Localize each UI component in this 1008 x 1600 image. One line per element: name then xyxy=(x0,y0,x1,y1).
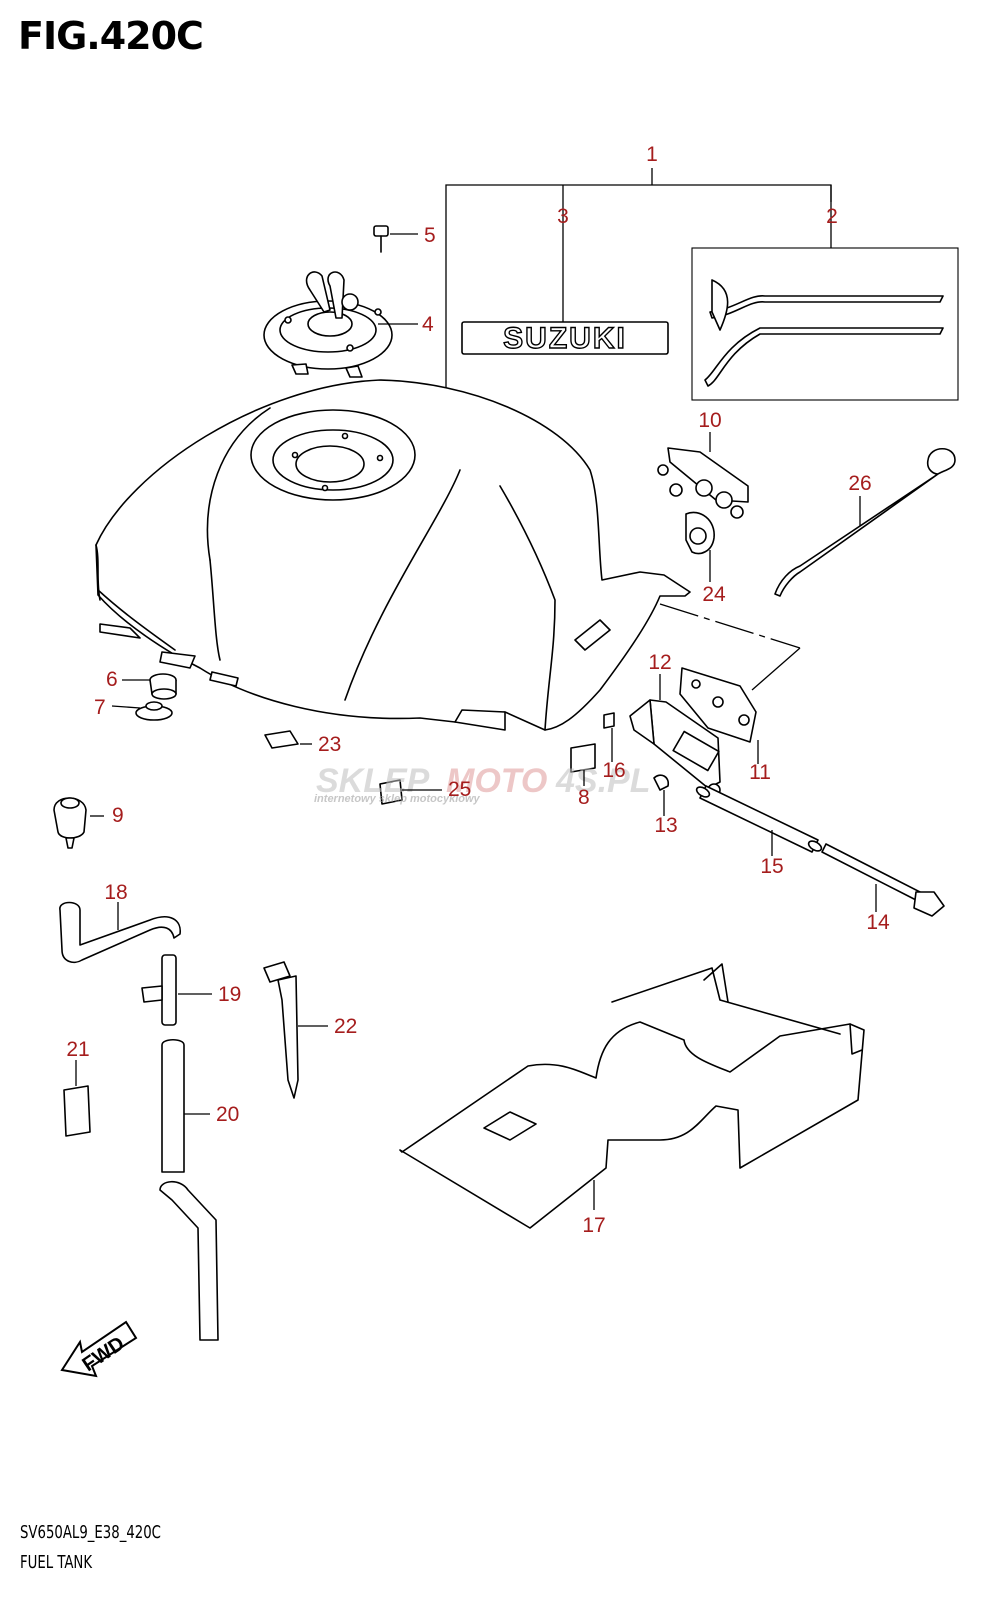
figure-name: FUEL TANK xyxy=(20,1552,93,1573)
callout-23: 23 xyxy=(318,733,341,756)
callout-8: 8 xyxy=(578,786,590,809)
collar-15 xyxy=(695,785,823,853)
hose-20 xyxy=(159,1038,219,1341)
clip-16 xyxy=(603,712,615,729)
leader-lines xyxy=(75,432,877,1210)
hinge-12 xyxy=(629,699,721,797)
callout-9: 9 xyxy=(112,804,124,827)
watermark-c: 4S.PL xyxy=(555,762,650,800)
emblem-text: SUZUKI xyxy=(503,322,627,355)
spacer-plate xyxy=(264,730,299,749)
callout-17: 17 xyxy=(582,1214,605,1237)
callout-24: 24 xyxy=(702,583,726,606)
bracket-10 xyxy=(657,447,749,519)
bracket-11 xyxy=(679,667,757,743)
prop-rod xyxy=(774,447,956,597)
figure-title: FIG.420C xyxy=(18,14,204,58)
grommet xyxy=(149,673,177,700)
callout-15: 15 xyxy=(760,855,783,878)
t-joint xyxy=(141,954,177,1026)
callout-26: 26 xyxy=(848,472,871,495)
label-21 xyxy=(63,1085,91,1137)
nut-13 xyxy=(653,774,670,791)
damper-24 xyxy=(685,511,715,555)
watermark-b: MOTO xyxy=(446,762,547,800)
callout-5: 5 xyxy=(424,224,436,247)
figure-footer: SV650AL9_E38_420C FUEL TANK xyxy=(20,1518,192,1578)
callout-19: 19 xyxy=(218,983,241,1006)
fwd-arrow: FWD xyxy=(60,1320,138,1378)
watermark: SKLEP MOTO 4S.PL internetowy sklep motoc… xyxy=(314,762,650,805)
callouts: 1 2 3 4 5 6 7 8 9 10 11 12 13 14 15 16 1… xyxy=(66,143,890,1237)
bolt-14 xyxy=(821,843,945,917)
tray-17 xyxy=(399,963,865,1229)
callout-7: 7 xyxy=(94,696,106,719)
callout-22: 22 xyxy=(334,1015,357,1038)
callout-1: 1 xyxy=(646,143,658,166)
callout-25: 25 xyxy=(448,778,471,801)
watermark-subtitle: internetowy sklep motocyklowy xyxy=(314,793,481,805)
cap-screw xyxy=(373,225,418,325)
callout-20: 20 xyxy=(216,1103,239,1126)
callout-13: 13 xyxy=(654,814,677,837)
callout-4: 4 xyxy=(422,313,434,336)
callout-11: 11 xyxy=(749,761,771,784)
kit-bracket xyxy=(445,168,832,392)
callout-12: 12 xyxy=(648,651,671,674)
stripe-decals xyxy=(691,247,959,401)
cover-cap xyxy=(53,797,87,849)
hose-18 xyxy=(59,901,181,964)
rubber-block xyxy=(379,779,403,805)
callout-6: 6 xyxy=(106,668,118,691)
label-8 xyxy=(570,743,596,773)
callout-16: 16 xyxy=(602,759,625,782)
figure-code: SV650AL9_E38_420C xyxy=(20,1522,161,1543)
callout-21: 21 xyxy=(66,1038,89,1061)
fuel-tank xyxy=(95,379,691,731)
callout-18: 18 xyxy=(104,881,127,904)
cushion xyxy=(135,701,173,721)
callout-14: 14 xyxy=(866,911,890,934)
cable-tie xyxy=(263,961,299,1099)
fuel-cap xyxy=(263,271,393,378)
watermark-a: SKLEP xyxy=(316,762,430,800)
callout-10: 10 xyxy=(698,409,721,432)
callout-3: 3 xyxy=(557,205,569,228)
callout-2: 2 xyxy=(826,205,838,228)
suzuki-emblem: SUZUKI xyxy=(461,321,669,356)
